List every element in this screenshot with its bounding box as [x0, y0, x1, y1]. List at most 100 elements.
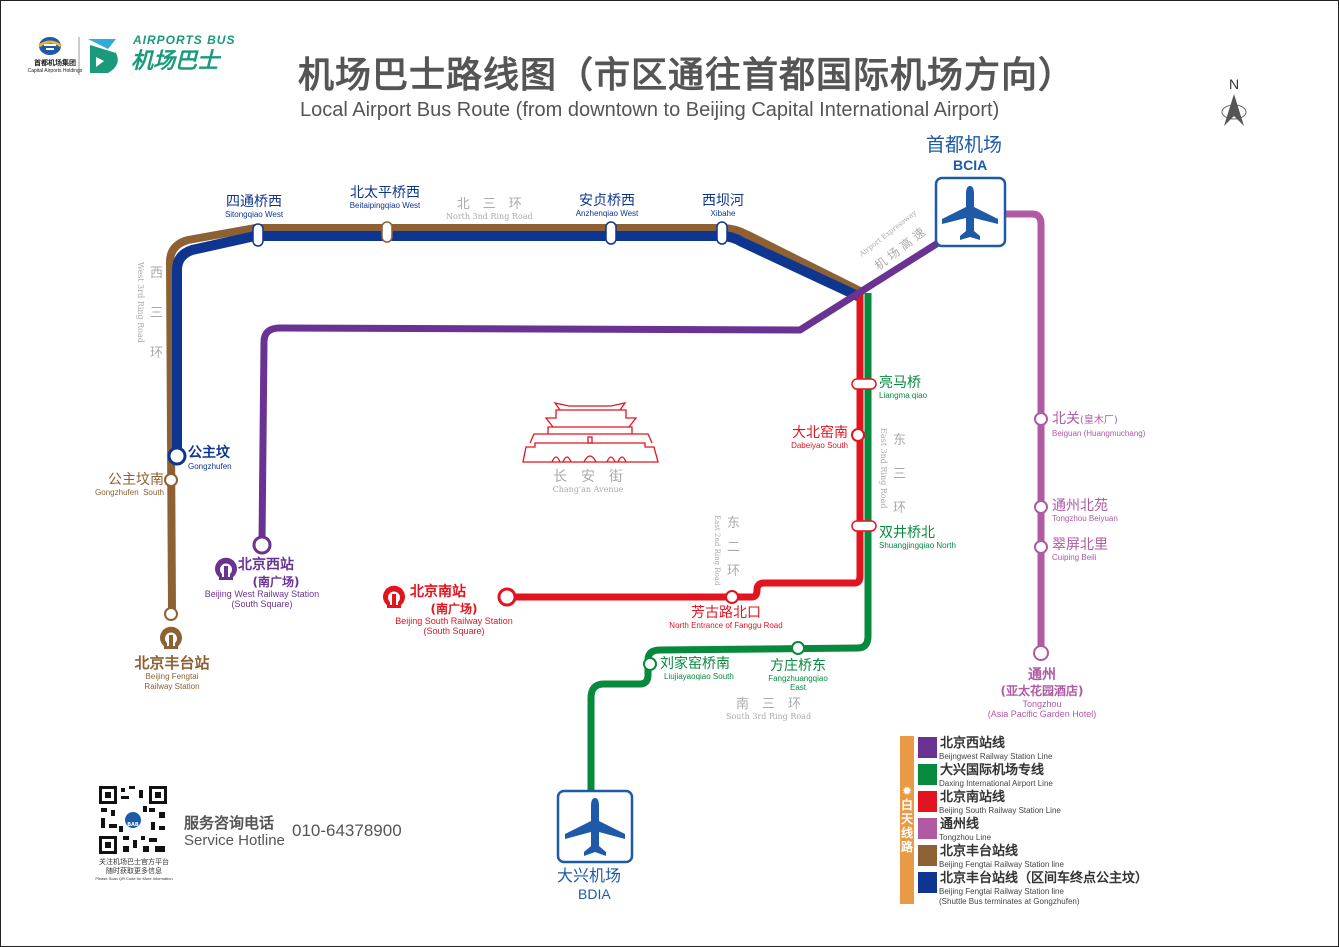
station-name-cn-sub: (亚太花园酒店)	[1000, 684, 1084, 698]
stop-marker	[167, 446, 187, 466]
station-beitaiping: 北太平桥西 Beitaipingqiao West	[340, 185, 430, 211]
road-name-cn: 东	[893, 433, 907, 448]
legend-strip-char: 天	[900, 812, 913, 826]
station-gongzhufen-south: 公主坟南 Gongzhufen South	[76, 472, 164, 498]
route-line-tongzhou	[1005, 210, 1045, 652]
legend-swatch	[918, 737, 937, 758]
station-name-en: Tongzhou Beiyuan	[1052, 514, 1118, 523]
station-name-cn: 北太平桥西	[350, 185, 420, 201]
road-north-3rd-ring: 北 三 环 North 3nd Ring Road	[446, 197, 533, 222]
stop-marker	[164, 607, 178, 621]
legend-swatch	[918, 764, 937, 785]
station-name-en: Sitongqiao West	[224, 210, 284, 219]
station-name-en: Beijing Fengtai	[145, 672, 199, 681]
station-name-cn-sub: (南广场)	[430, 602, 478, 616]
stop-marker	[252, 223, 264, 247]
station-name-cn-sub: (南广场)	[252, 575, 300, 589]
legend-label-cn: 北京丰台站线	[940, 844, 1019, 859]
station-liujiayao: 刘家窑桥南 Liujiayaoqiao South	[660, 656, 734, 682]
road-name-cn: 二	[727, 540, 741, 555]
stop-marker	[716, 221, 728, 245]
legend-label-cn: 北京西站线	[940, 736, 1006, 751]
station-name-en: Dabeiyao South	[791, 441, 848, 450]
stop-marker	[725, 590, 739, 604]
railway-icon	[160, 626, 183, 649]
road-west-3rd-ring-en: West 3rd Ring Road	[136, 262, 145, 343]
station-name-cn: 芳古路北口	[691, 605, 761, 621]
road-name-cn: 三	[893, 467, 907, 482]
hotline-label-cn: 服务咨询电话	[184, 814, 275, 832]
station-name-en: East	[789, 683, 806, 692]
station-name-en-sub: (Asia Pacific Garden Hotel)	[987, 709, 1097, 719]
road-name-cn: 北 三 环	[456, 197, 522, 212]
station-name-en: Tongzhou	[1022, 699, 1062, 709]
road-east-2nd-ring-en: East 2nd Ring Road	[713, 515, 721, 586]
qr-caption: 关注机场巴士官方平台 随时获取更多信息 Please Scan QR Code …	[92, 858, 176, 882]
station-name-en: Beijing South Railway Station	[395, 616, 513, 626]
page-title: 机场巴士路线图（市区通往首都国际机场方向）	[298, 55, 1076, 96]
station-name-cn-sub: (皇木厂)	[1080, 415, 1118, 426]
station-name-en: Gongzhufen	[188, 462, 232, 471]
legend-label-en: Tongzhou Line	[939, 833, 992, 842]
north-arrow: N	[1218, 76, 1250, 132]
bdia-label-en: BDIA	[578, 886, 611, 902]
road-west-3rd-ring: 西 三 环	[150, 254, 163, 374]
station-name-cn: 公主坟	[188, 445, 230, 461]
airplane-icon	[934, 176, 1007, 248]
stop-marker	[851, 378, 877, 390]
station-name-cn: 四通桥西	[226, 194, 282, 210]
station-name-cn: 通州	[1028, 667, 1056, 683]
station-xibahe: 西坝河 Xibahe	[692, 193, 754, 219]
qr-caption-en: Please Scan QR Code for More Information	[95, 876, 173, 881]
road-name-en: South 3rd Ring Road	[726, 712, 812, 721]
railway-icon	[215, 557, 237, 580]
hotline-number[interactable]: 010-64378900	[292, 821, 402, 840]
station-name-cn: 北京南站	[410, 584, 466, 600]
station-bj-south: (南广场) Beijing South Railway Station (Sou…	[382, 602, 526, 636]
group-name-cn: 首都机场集团	[34, 59, 76, 67]
route-line-fengtai	[166, 224, 864, 613]
route-line-bj-south	[507, 293, 864, 601]
station-name-cn: 安贞桥西	[579, 193, 635, 209]
station-name-en: Cuiping Beili	[1052, 553, 1097, 562]
stop-marker	[851, 428, 865, 442]
station-beiguan: 北关(皇木厂) Beiguan (Huangmuchang)	[1052, 410, 1145, 439]
page-subtitle: Local Airport Bus Route (from downtown t…	[300, 99, 1000, 121]
stop-marker	[605, 221, 617, 245]
station-name-en-sub: (South Square)	[423, 626, 485, 636]
stop-marker	[252, 535, 272, 555]
station-name-en: Xibahe	[710, 209, 736, 218]
station-name-cn: 双井桥北	[879, 525, 935, 541]
bcia-label-cn: 首都机场	[926, 134, 1003, 156]
bcia-label-en: BCIA	[953, 157, 988, 173]
road-east-3rd-ring: 东 三 环	[893, 424, 906, 526]
group-name-en: Capital Airports Holdings	[27, 68, 83, 74]
legend-swatch	[918, 791, 937, 812]
road-name-cn: 长 安 街	[553, 469, 623, 485]
brand-logos	[30, 35, 250, 84]
north-label: N	[1228, 76, 1240, 92]
station-name-cn: 亮马桥	[879, 375, 921, 391]
road-name-cn: 南 三 环	[736, 697, 802, 712]
qr-badge: BAB	[127, 822, 139, 828]
station-shuangjing: 双井桥北 Shuangjingqiao North	[879, 525, 956, 551]
bus-brand-en: AIRPORTS BUS	[133, 33, 236, 47]
station-name-cn: 北关	[1052, 411, 1080, 427]
station-cuiping: 翠屏北里 Cuiping Beili	[1052, 537, 1108, 563]
legend-swatch	[918, 818, 937, 839]
bdia-label-cn: 大兴机场	[557, 866, 622, 885]
station-name-cn: 北京西站	[238, 557, 294, 573]
road-name-en: Chang'an Avenue	[552, 485, 624, 494]
legend-strip-char: 白	[900, 798, 913, 812]
qr-code[interactable]: BAB	[99, 786, 167, 854]
station-name-en: Liangma qiao	[879, 391, 928, 400]
road-south-3rd-ring: 南 三 环 South 3rd Ring Road	[726, 697, 811, 722]
road-changan: 长 安 街 Chang'an Avenue	[533, 469, 643, 495]
compass-icon	[1221, 94, 1247, 126]
stop-marker	[1034, 500, 1048, 514]
station-name-cn: 通州北苑	[1052, 498, 1108, 514]
qr-code-icon	[99, 786, 167, 854]
stop-marker	[164, 473, 178, 487]
stop-marker	[381, 221, 393, 243]
legend-label-en: Beijing Fengtai Railway Station line	[939, 887, 1064, 896]
